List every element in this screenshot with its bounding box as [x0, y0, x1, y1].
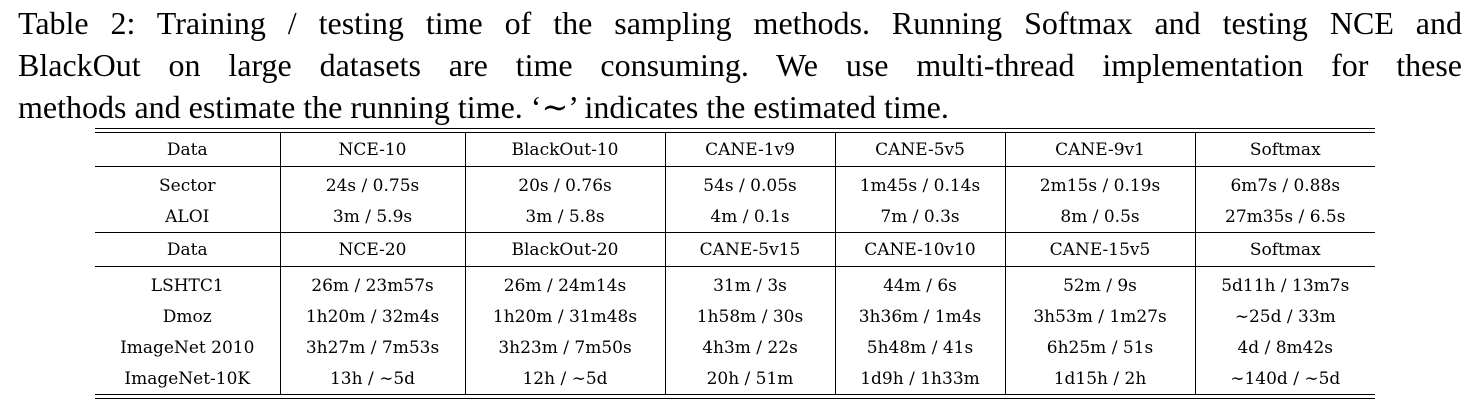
table-caption: Table 2: Training / testing time of the …: [18, 2, 1462, 128]
caption-line-1: Table 2: Training / testing time of the …: [18, 5, 1462, 41]
table-cell: 6h25m / 51s: [1004, 332, 1195, 363]
column-header-cell: CANE-1v9: [664, 133, 835, 167]
table-cell: 3h27m / 7m53s: [279, 332, 465, 363]
column-header-cell: CANE-5v5: [834, 133, 1005, 167]
table-cell: 44m / 6s: [834, 266, 1005, 301]
table-cell: 5d11h / 13m7s: [1194, 266, 1375, 301]
table-cell: 31m / 3s: [664, 266, 835, 301]
column-header-cell: Softmax: [1194, 133, 1375, 167]
column-header-cell: Softmax: [1194, 232, 1375, 267]
table-cell: 27m35s / 6.5s: [1194, 201, 1375, 233]
column-header-cell: Data: [95, 133, 280, 167]
table-cell: 1d15h / 2h: [1004, 363, 1195, 394]
table-cell: ALOI: [165, 206, 210, 227]
table-cell: ∼25d / 33m: [1194, 301, 1375, 332]
caption-line-3: methods and estimate the running time. ‘…: [18, 89, 949, 125]
table-cell: 5h48m / 41s: [834, 332, 1005, 363]
table-cell: 26m / 24m14s: [464, 266, 665, 301]
column-header-cell: CANE-5v15: [664, 232, 835, 267]
table-cell: 3h36m / 1m4s: [834, 301, 1005, 332]
column-header-cell: NCE-10: [279, 133, 465, 167]
table-cell: 1h58m / 30s: [664, 301, 835, 332]
table-cell: 26m / 23m57s: [279, 266, 465, 301]
table-cell: 54s / 0.05s: [664, 166, 835, 201]
table-cell: 3h53m / 1m27s: [1004, 301, 1195, 332]
column-header-cell: CANE-15v5: [1004, 232, 1195, 267]
column-header-cell: CANE-10v10: [834, 232, 1005, 267]
table-cell: 20s / 0.76s: [464, 166, 665, 201]
table-cell: 4m / 0.1s: [664, 201, 835, 233]
table-cell: 3m / 5.8s: [464, 201, 665, 233]
table-cell: LSHTC1: [150, 275, 224, 296]
table-cell: 1d9h / 1h33m: [834, 363, 1005, 394]
table-top-rule: [95, 128, 1375, 133]
table-cell: 7m / 0.3s: [834, 201, 1005, 233]
table-cell: 1m45s / 0.14s: [834, 166, 1005, 201]
column-header-cell: BlackOut-10: [464, 133, 665, 167]
table-cell: 6m7s / 0.88s: [1194, 166, 1375, 201]
column-header-cell: Data: [95, 232, 280, 267]
table-cell: 2m15s / 0.19s: [1004, 166, 1195, 201]
caption-line-2: BlackOut on large datasets are time cons…: [18, 47, 1462, 83]
table-cell: 3m / 5.9s: [279, 201, 465, 233]
column-header-cell: NCE-20: [279, 232, 465, 267]
table-cell: 24s / 0.75s: [279, 166, 465, 201]
table-cell: 52m / 9s: [1004, 266, 1195, 301]
table-cell: 4d / 8m42s: [1194, 332, 1375, 363]
table-cell: 12h / ∼5d: [464, 363, 665, 394]
table-cell: 4h3m / 22s: [664, 332, 835, 363]
table-cell: Dmoz: [162, 306, 212, 327]
table-cell: ∼140d / ∼5d: [1194, 363, 1375, 394]
table-cell: 13h / ∼5d: [279, 363, 465, 394]
table-cell: Sector: [159, 175, 216, 196]
column-header-cell: CANE-9v1: [1004, 133, 1195, 167]
table-bottom-rule: [95, 394, 1375, 399]
table-cell: ImageNet 2010: [120, 337, 255, 358]
table-cell: 1h20m / 32m4s: [279, 301, 465, 332]
table-cell: 1h20m / 31m48s: [464, 301, 665, 332]
table-cell: 8m / 0.5s: [1004, 201, 1195, 233]
column-header-cell: BlackOut-20: [464, 232, 665, 267]
table-cell: 20h / 51m: [664, 363, 835, 394]
table-cell: ImageNet-10K: [124, 368, 251, 389]
table-cell: 3h23m / 7m50s: [464, 332, 665, 363]
